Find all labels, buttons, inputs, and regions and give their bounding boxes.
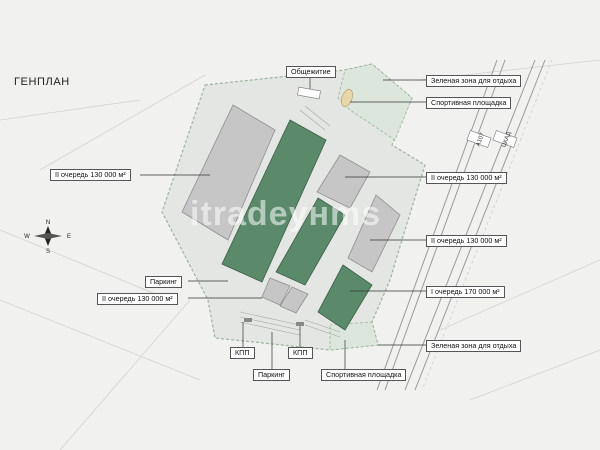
label-dormitory: Общежитие — [286, 66, 336, 78]
compass-icon: N S E W — [24, 220, 71, 254]
road-a-label: А107 — [476, 131, 487, 147]
building-green-mid — [275, 197, 346, 286]
label-phase2-small: II очередь 130 000 м² — [97, 293, 178, 305]
label-parking-bottom: Паркинг — [253, 369, 290, 381]
building-phase2-right1 — [316, 154, 371, 209]
label-sports-bottom: Спортивная площадка — [321, 369, 407, 381]
compass-n: N — [46, 220, 50, 226]
building-phase2-small-b — [279, 286, 309, 314]
page-title: ГЕНПЛАН — [14, 76, 70, 88]
label-green-zone-bottom: Зеленая зона для отдыха — [426, 340, 522, 352]
road-labels: А107 ЦКАД — [466, 130, 518, 148]
building-phase2-small-a — [261, 277, 291, 306]
building-phase2-left — [181, 104, 276, 241]
label-phase2-left: II очередь 130 000 м² — [50, 169, 131, 181]
label-phase2-right1: II очередь 130 000 м² — [426, 172, 507, 184]
label-parking-left: Паркинг — [145, 276, 182, 288]
label-kpp-right: КПП — [288, 347, 313, 359]
dormitory-building — [297, 86, 321, 100]
compass-s: S — [46, 249, 50, 254]
label-phase1: I очередь 170 000 м² — [426, 286, 505, 298]
building-phase2-right2 — [347, 194, 401, 273]
label-sports-top: Спортивная площадка — [426, 97, 512, 109]
label-green-zone-top: Зеленая зона для отдыха — [426, 75, 522, 87]
label-phase2-right2: II очередь 130 000 м² — [426, 235, 507, 247]
parking-hatching — [239, 105, 341, 338]
kpp-left-gate — [244, 318, 252, 322]
sports-ground-top — [341, 89, 353, 107]
building-green-main — [221, 119, 327, 283]
kpp-right-gate — [296, 322, 304, 326]
label-kpp-left: КПП — [230, 347, 255, 359]
compass-w: W — [24, 234, 30, 240]
building-phase1 — [317, 264, 373, 331]
compass-e: E — [67, 234, 71, 240]
highways — [376, 59, 553, 391]
road-b-label: ЦКАД — [501, 131, 512, 148]
watermark: itradeyнms — [190, 195, 382, 233]
